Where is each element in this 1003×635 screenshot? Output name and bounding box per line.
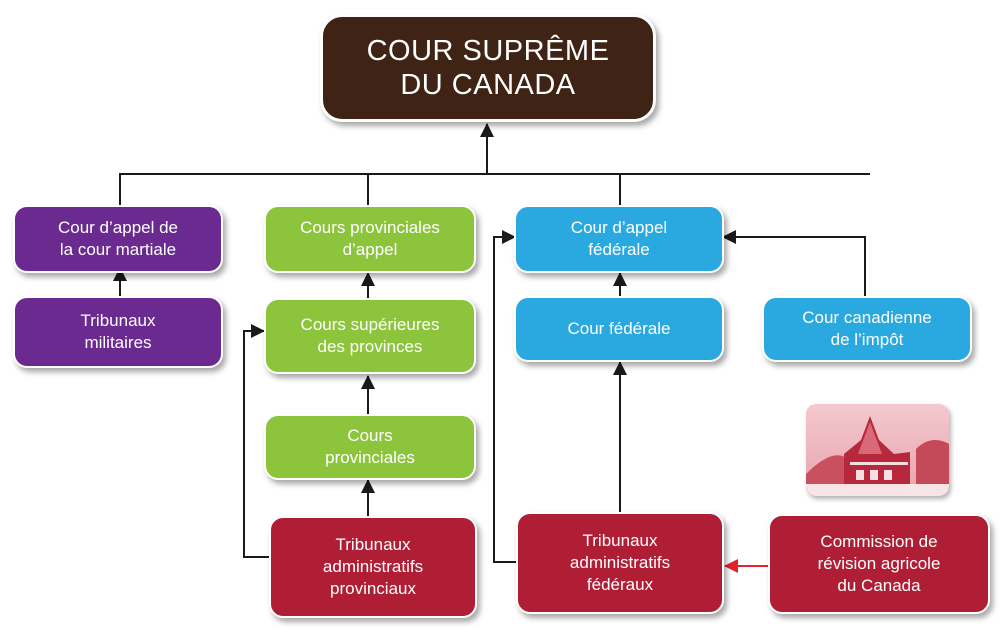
- arrow-fedadmin-to-appeal: [493, 230, 516, 563]
- node-provincial-admin: Tribunaux administratifs provinciaux: [269, 516, 477, 618]
- node-label-line: Tribunaux: [335, 535, 411, 554]
- node-label-line: Cour d’appel de: [57, 218, 179, 237]
- node-label-line: Commission de: [820, 532, 938, 551]
- node-label-line: Cours provinciales: [300, 218, 440, 237]
- arrow-provadmin-to-superior: [243, 324, 269, 558]
- node-label-line: fédéraux: [586, 575, 654, 594]
- node-label-line: DU CANADA: [400, 69, 576, 101]
- node-label-line: Tribunaux: [582, 531, 658, 550]
- node-label-line: la cour martiale: [59, 240, 177, 259]
- node-label-line: de l’impôt: [830, 330, 904, 349]
- node-label-line: Tribunaux: [80, 311, 156, 330]
- node-court-martial-appeal: Cour d’appel de la cour martiale: [13, 205, 223, 273]
- node-provincial-appeal: Cours provinciales d’appel: [264, 205, 476, 273]
- node-label-line: du Canada: [837, 576, 921, 595]
- node-federal-appeal: Cour d’appel fédérale: [514, 205, 724, 273]
- node-label-line: fédérale: [588, 240, 650, 259]
- node-label-line: d’appel: [342, 240, 398, 259]
- node-label-line: Cours: [347, 426, 393, 445]
- node-label-line: des provinces: [317, 337, 423, 356]
- node-label-line: révision agricole: [817, 554, 941, 573]
- node-label-line: administratifs: [569, 553, 671, 572]
- node-military-tribunals: Tribunaux militaires: [13, 296, 223, 368]
- node-federal-admin: Tribunaux administratifs fédéraux: [516, 512, 724, 614]
- node-label-line: Cour d’appel: [570, 218, 668, 237]
- node-label-line: Cour canadienne: [802, 308, 932, 327]
- bus-line: [119, 173, 870, 205]
- node-label-line: COUR SUPRÊME: [366, 35, 610, 67]
- node-provincial-courts: Cours provinciales: [264, 414, 476, 480]
- node-tax-court: Cour canadienne de l’impôt: [762, 296, 972, 362]
- node-label-line: militaires: [84, 333, 152, 352]
- node-label-line: Cour fédérale: [567, 319, 671, 338]
- node-label-line: Cours supérieures: [300, 315, 440, 334]
- node-label-line: administratifs: [322, 557, 424, 576]
- node-label-line: provinciaux: [330, 579, 416, 598]
- node-agricultural-review: Commission de révision agricole du Canada: [768, 514, 990, 614]
- arrow-tax-to-appeal: [722, 230, 866, 296]
- building-photo-icon: [806, 404, 949, 496]
- node-federal-court: Cour fédérale: [514, 296, 724, 362]
- node-label-line: provinciales: [325, 448, 415, 467]
- node-provincial-superior: Cours supérieures des provinces: [264, 298, 476, 374]
